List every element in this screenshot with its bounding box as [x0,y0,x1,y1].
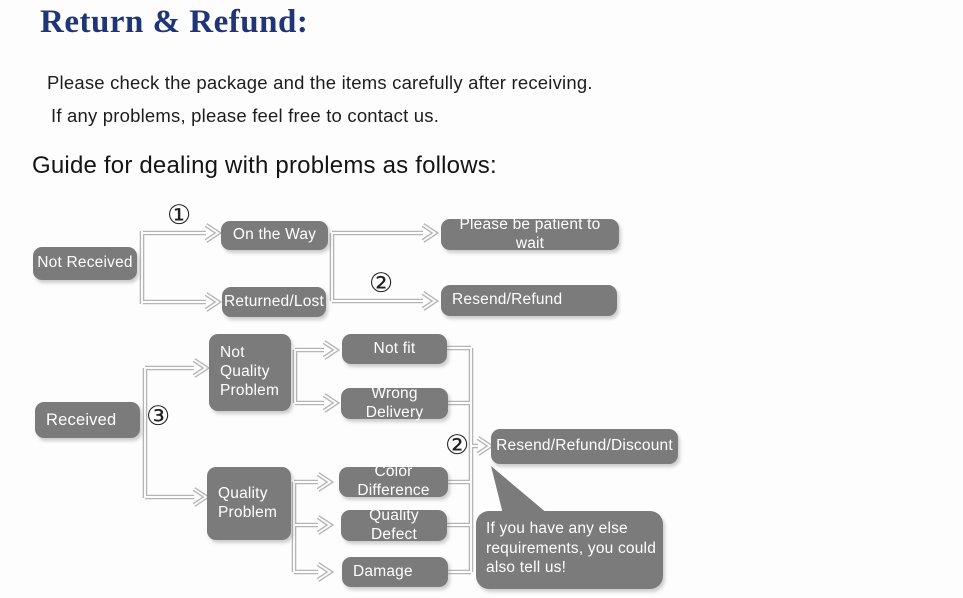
node-color-difference: Color Difference [339,463,448,499]
node-resend-refund-discount: Resend/Refund/Discount [491,429,678,464]
step-marker-2-top-icon: ② [369,268,394,299]
step-marker-3-icon: ③ [146,401,171,432]
node-on-the-way: On the Way [221,221,328,250]
node-received: Received [35,402,140,438]
node-not-received: Not Received [33,247,137,280]
step-marker-1-icon: ① [167,200,192,231]
guide-heading: Guide for dealing with problems as follo… [32,152,497,179]
node-not-fit: Not fit [342,334,447,364]
callout-bubble: If you have any else requirements, you c… [476,511,663,589]
node-quality-problem: Quality Problem [207,467,291,540]
node-not-quality-problem: Not Quality Problem [209,334,291,411]
callout-tail [491,466,548,514]
node-returned-lost: Returned/Lost [222,287,326,317]
intro-line-2: If any problems, please feel free to con… [51,105,440,126]
step-marker-2-bottom-icon: ② [445,430,470,461]
node-please-be-patient: Please be patient to wait [441,216,619,252]
node-damage: Damage [342,557,448,587]
page-title: Return & Refund: [40,4,309,40]
node-resend-refund: Resend/Refund [441,285,617,316]
node-quality-defect: Quality Defect [341,507,447,543]
node-wrong-delivery: Wrong Delivery [341,385,448,421]
intro-line-1: Please check the package and the items c… [47,72,593,93]
